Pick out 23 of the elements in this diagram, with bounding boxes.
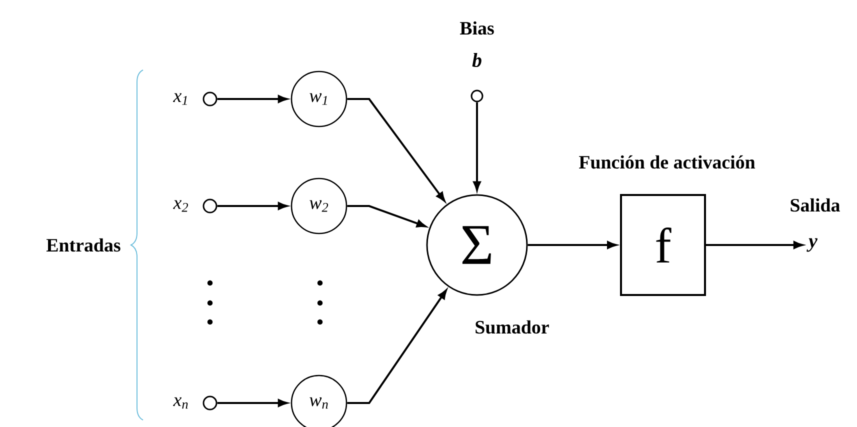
inputs-label: Entradas <box>46 238 120 252</box>
arrow <box>473 102 481 191</box>
function-label: Función de activación <box>579 155 756 169</box>
arrow <box>347 205 426 228</box>
terminal-circle <box>202 396 218 410</box>
input-label: x$_{n}$ <box>173 397 188 409</box>
arrow <box>528 241 617 249</box>
terminal-circle <box>470 90 484 102</box>
terminal-circle <box>202 92 218 106</box>
input-label: x$_{2}$ <box>173 200 188 212</box>
output-symbol: y <box>806 238 818 252</box>
arrow <box>347 290 447 404</box>
function-box: f <box>620 194 706 296</box>
arrow <box>217 95 288 103</box>
arrow <box>217 202 288 210</box>
terminal-circle <box>202 198 218 214</box>
bias-label: Bias <box>460 21 494 35</box>
input-label: x$_{1}$ <box>173 93 187 105</box>
bias-symbol: b <box>472 52 482 68</box>
arrow <box>347 98 446 202</box>
arrow <box>217 399 288 407</box>
summer-label: Sumador <box>476 320 549 334</box>
output-label: Salida <box>790 198 840 212</box>
